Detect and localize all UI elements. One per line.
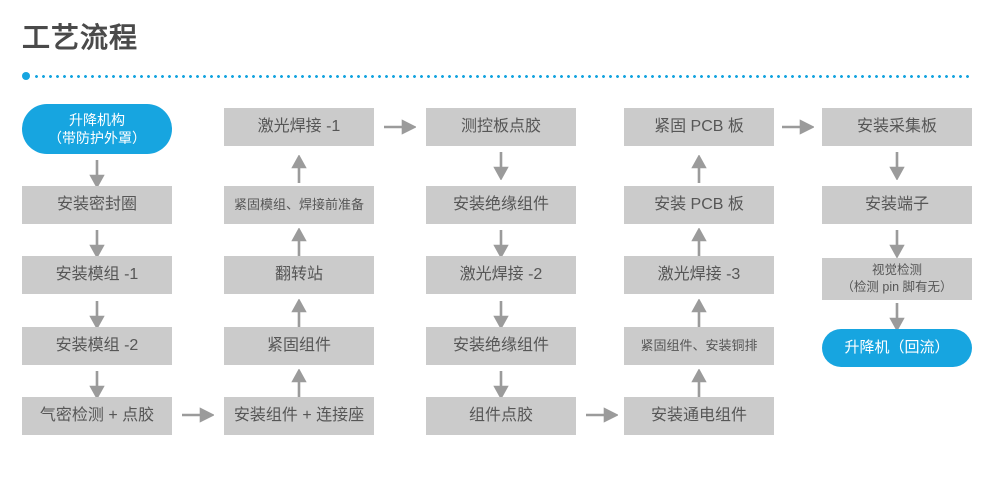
arrow-down-icon <box>493 371 509 399</box>
arrow-right-icon <box>586 405 618 425</box>
arrow-up-icon <box>691 299 707 327</box>
arrow-up-icon <box>291 299 307 327</box>
flow-node-n1-4[interactable]: 安装模组 -2 <box>22 327 172 365</box>
arrow-up-icon <box>291 369 307 397</box>
flow-node-n2-1[interactable]: 激光焊接 -1 <box>224 108 374 146</box>
flow-node-n2-2[interactable]: 紧固模组、焊接前准备 <box>224 186 374 224</box>
page-title: 工艺流程 <box>22 22 139 53</box>
arrow-down-icon <box>89 371 105 399</box>
flow-node-n2-4[interactable]: 紧固组件 <box>224 327 374 365</box>
flow-node-n2-5[interactable]: 安装组件 + 连接座 <box>224 397 374 435</box>
arrow-up-icon <box>291 228 307 256</box>
flow-node-n4-4[interactable]: 紧固组件、安装铜排 <box>624 327 774 365</box>
flow-node-n1-1[interactable]: 升降机构 （带防护外罩） <box>22 104 172 154</box>
arrow-down-icon <box>89 301 105 329</box>
flow-node-n4-3[interactable]: 激光焊接 -3 <box>624 256 774 294</box>
flow-node-n5-3[interactable]: 视觉检测 （检测 pin 脚有无） <box>822 258 972 300</box>
arrow-down-icon <box>493 152 509 180</box>
arrow-up-icon <box>691 369 707 397</box>
arrow-up-icon <box>691 155 707 183</box>
arrow-down-icon <box>889 230 905 258</box>
arrow-down-icon <box>89 230 105 258</box>
flow-node-n3-4[interactable]: 安装绝缘组件 <box>426 327 576 365</box>
arrow-down-icon <box>493 230 509 258</box>
arrow-down-icon <box>889 152 905 180</box>
flow-node-n3-5[interactable]: 组件点胶 <box>426 397 576 435</box>
flow-node-n5-2[interactable]: 安装端子 <box>822 186 972 224</box>
arrow-down-icon <box>493 301 509 329</box>
flow-node-n4-1[interactable]: 紧固 PCB 板 <box>624 108 774 146</box>
flow-node-n1-3[interactable]: 安装模组 -1 <box>22 256 172 294</box>
flow-node-n3-2[interactable]: 安装绝缘组件 <box>426 186 576 224</box>
arrow-up-icon <box>291 155 307 183</box>
flow-node-n4-5[interactable]: 安装通电组件 <box>624 397 774 435</box>
flow-node-n1-2[interactable]: 安装密封圈 <box>22 186 172 224</box>
flow-node-n3-1[interactable]: 测控板点胶 <box>426 108 576 146</box>
flow-node-n4-2[interactable]: 安装 PCB 板 <box>624 186 774 224</box>
arrow-up-icon <box>691 228 707 256</box>
flow-node-n3-3[interactable]: 激光焊接 -2 <box>426 256 576 294</box>
divider-dot <box>22 72 30 80</box>
arrow-right-icon <box>782 117 814 137</box>
flow-node-n5-4[interactable]: 升降机（回流） <box>822 329 972 367</box>
flow-node-n5-1[interactable]: 安装采集板 <box>822 108 972 146</box>
flow-node-n1-5[interactable]: 气密检测 + 点胶 <box>22 397 172 435</box>
title-divider <box>22 72 972 80</box>
flow-node-n2-3[interactable]: 翻转站 <box>224 256 374 294</box>
arrow-right-icon <box>384 117 416 137</box>
divider-dotted-line <box>33 74 972 78</box>
arrow-right-icon <box>182 405 214 425</box>
arrow-down-icon <box>89 160 105 188</box>
arrow-down-icon <box>889 303 905 331</box>
